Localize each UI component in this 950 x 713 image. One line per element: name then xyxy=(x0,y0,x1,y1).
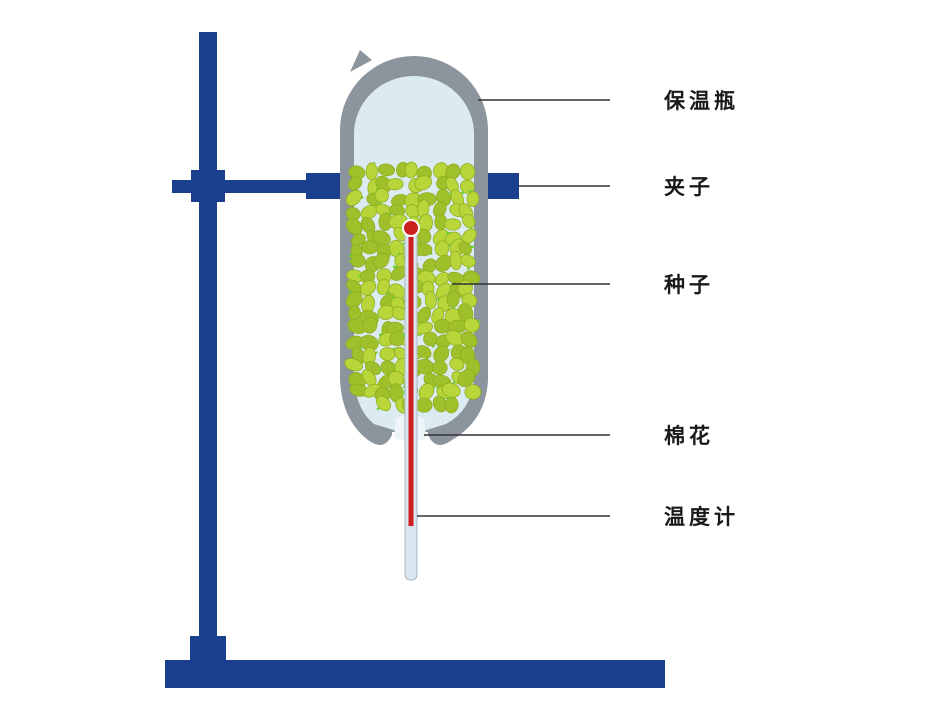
seed xyxy=(350,253,366,268)
clamp-jaw-left xyxy=(306,173,346,199)
germinating-seeds xyxy=(344,161,482,414)
seed xyxy=(374,187,389,203)
seed xyxy=(344,358,363,372)
seed xyxy=(460,179,475,194)
seed xyxy=(377,163,395,177)
seed xyxy=(444,218,462,231)
stand-rod xyxy=(199,32,217,664)
seed xyxy=(432,360,448,376)
seed xyxy=(405,204,420,219)
seed xyxy=(462,213,476,229)
thermometer-bulb xyxy=(402,219,420,237)
seed xyxy=(432,395,447,413)
boss-head xyxy=(191,170,225,202)
seed xyxy=(459,163,476,181)
label-thermometer: 温度计 xyxy=(664,505,739,529)
seed xyxy=(424,290,437,310)
seed xyxy=(345,291,363,309)
seed xyxy=(386,178,404,191)
label-cotton: 棉花 xyxy=(664,424,714,448)
seed xyxy=(466,191,480,207)
leader-lines xyxy=(417,99,610,517)
seed xyxy=(460,254,476,268)
seed xyxy=(415,243,433,257)
seed xyxy=(449,357,465,371)
seed xyxy=(433,345,450,363)
seed xyxy=(457,369,476,388)
seed xyxy=(423,331,438,347)
label-flask: 保温瓶 xyxy=(663,89,739,113)
seed xyxy=(361,240,379,255)
thermometer xyxy=(402,219,420,581)
seed xyxy=(360,280,376,296)
label-seeds: 种子 xyxy=(663,273,714,297)
seed xyxy=(444,396,459,414)
iron-stand xyxy=(165,32,665,688)
seed xyxy=(458,241,472,255)
seed xyxy=(464,384,482,400)
seed xyxy=(379,347,396,361)
seed xyxy=(347,176,363,191)
label-clamp: 夹子 xyxy=(664,175,714,199)
seed xyxy=(446,290,460,308)
seed xyxy=(365,162,378,181)
seed xyxy=(372,252,390,269)
seed xyxy=(362,316,378,334)
seed xyxy=(417,228,432,244)
seed xyxy=(376,395,391,412)
stand-base xyxy=(165,660,665,688)
seed xyxy=(388,370,405,387)
seed xyxy=(434,240,450,257)
labels: 保温瓶 夹子 种子 棉花 温度计 xyxy=(663,89,739,529)
seed xyxy=(415,397,433,413)
seed xyxy=(435,254,452,272)
flask-spout xyxy=(350,50,372,72)
thermometer-liquid xyxy=(408,228,414,526)
seed xyxy=(351,233,366,247)
seed xyxy=(417,306,432,324)
seed xyxy=(414,175,433,191)
seed xyxy=(372,230,391,246)
seed xyxy=(345,189,362,207)
clamp-jaw-right xyxy=(487,173,519,199)
seed xyxy=(460,331,478,348)
seed xyxy=(435,282,451,299)
